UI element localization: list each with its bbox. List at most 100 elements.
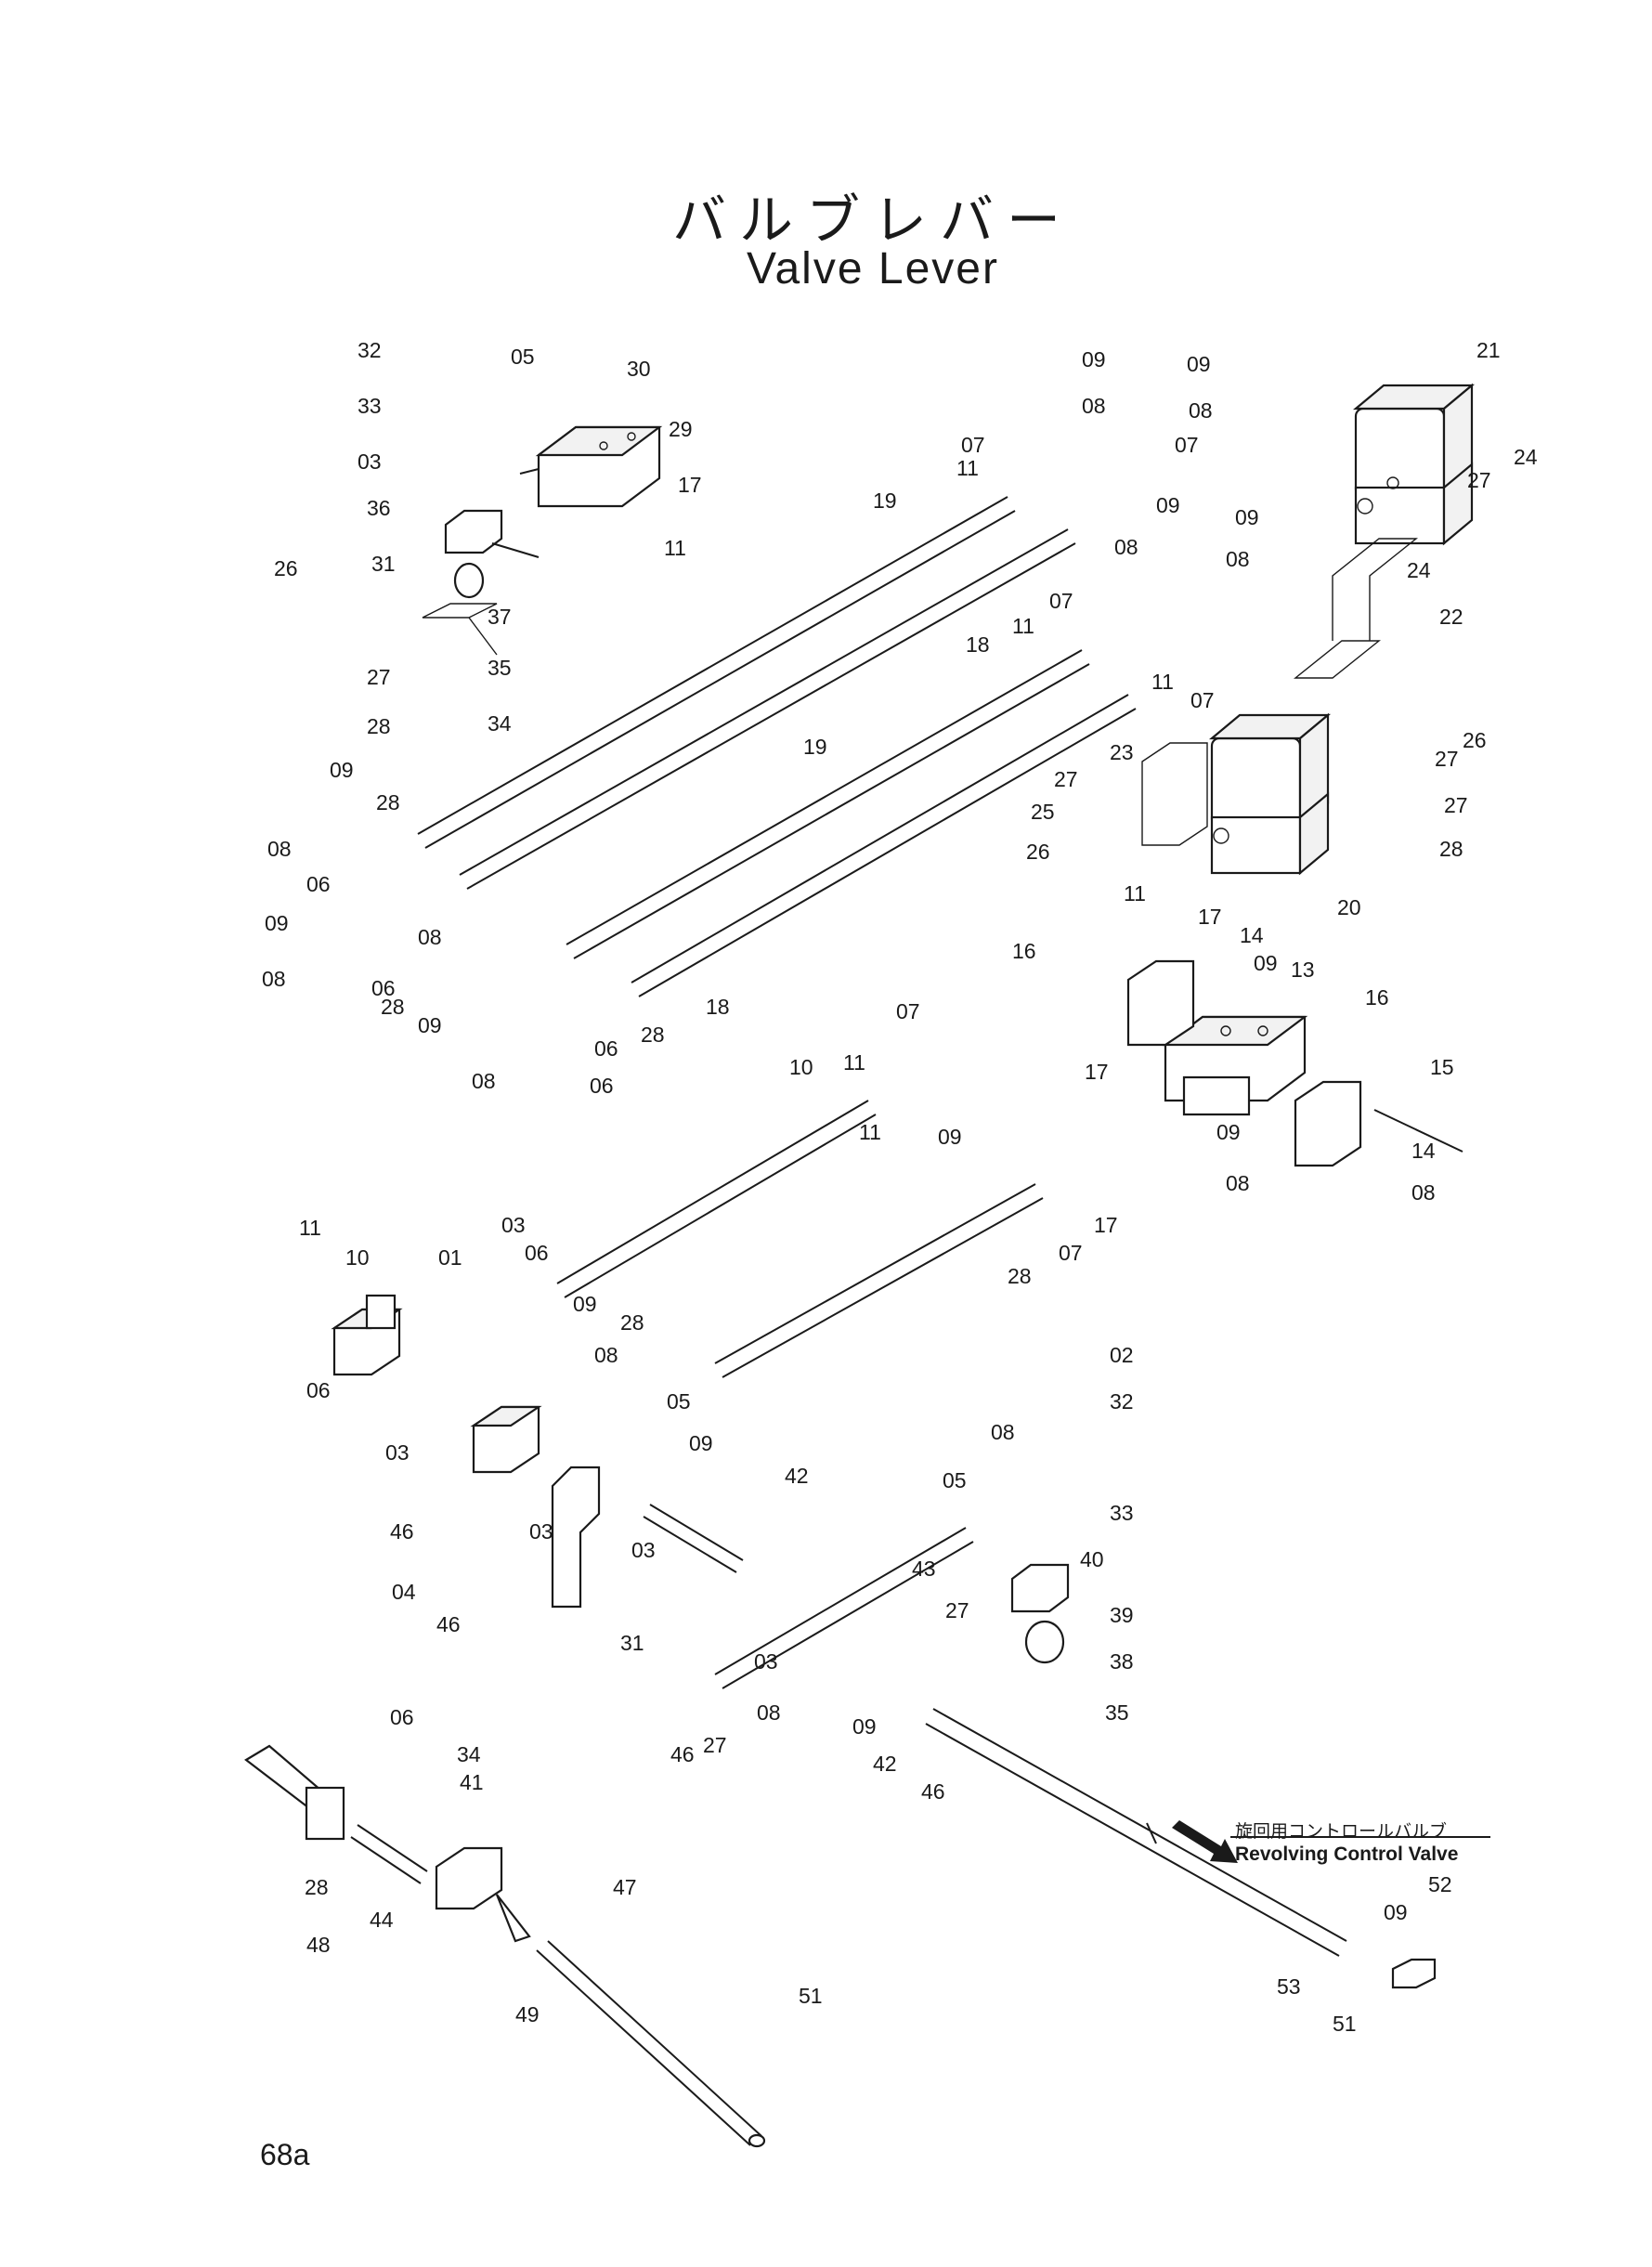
- part-label: 49: [515, 2002, 540, 2026]
- bushing-31-lower: [1024, 1620, 1065, 1664]
- drawing-shapes: [244, 383, 1490, 2148]
- part-label: 14: [1240, 923, 1264, 947]
- part-label: 23: [1110, 740, 1134, 764]
- part-label: 46: [390, 1519, 414, 1544]
- part-label: 17: [1085, 1060, 1109, 1084]
- part-label: 33: [358, 394, 382, 418]
- part-label: 06: [390, 1705, 414, 1729]
- part-label: 51: [799, 1984, 823, 2008]
- part-label: 27: [703, 1733, 727, 1757]
- part-label: 07: [1049, 589, 1073, 613]
- part-label: 28: [381, 995, 405, 1019]
- part-label: 11: [956, 456, 979, 480]
- part-label: 08: [757, 1700, 781, 1725]
- part-label: 17: [1094, 1213, 1118, 1237]
- part-label: 18: [706, 995, 730, 1019]
- bracket-22: [1294, 538, 1418, 679]
- rod-41: [714, 1527, 974, 1689]
- part-label: 09: [1254, 951, 1278, 975]
- part-label: 39: [1110, 1603, 1134, 1627]
- rod-18-lower: [631, 694, 1137, 997]
- part-label: 47: [613, 1875, 637, 1899]
- part-label: 24: [1514, 445, 1538, 469]
- part-label: 43: [912, 1557, 936, 1581]
- part-label: 06: [371, 976, 396, 1000]
- part-label: 05: [943, 1468, 967, 1492]
- part-label: 46: [436, 1612, 461, 1636]
- part-label: 09: [573, 1292, 597, 1316]
- part-label: 08: [1189, 398, 1213, 423]
- part-label: 06: [306, 872, 331, 896]
- part-label: 03: [385, 1440, 410, 1465]
- handle-47: [244, 1744, 345, 1841]
- part-label: 09: [852, 1714, 877, 1739]
- part-label: 34: [457, 1742, 481, 1766]
- page-number: 68a: [260, 2138, 310, 2171]
- part-label: 10: [789, 1055, 813, 1079]
- part-label: 08: [262, 967, 286, 991]
- part-label: 32: [1110, 1389, 1134, 1414]
- part-label: 42: [873, 1752, 897, 1776]
- lever-38: [551, 1466, 601, 1609]
- rod-10-upper: [556, 1100, 877, 1298]
- part-label: 10: [345, 1245, 370, 1270]
- part-label: 03: [631, 1538, 656, 1562]
- part-label: 36: [367, 496, 391, 520]
- lever-housing-02: [470, 1405, 542, 1474]
- part-label: 53: [1277, 1974, 1301, 1999]
- part-label: 09: [1384, 1900, 1408, 1924]
- part-label: 15: [1430, 1055, 1454, 1079]
- part-label: 07: [961, 433, 985, 457]
- part-label: 21: [1476, 338, 1501, 362]
- part-label: 08: [418, 925, 442, 949]
- part-label: 06: [525, 1241, 549, 1265]
- part-label: 52: [1428, 1872, 1452, 1896]
- part-label: 08: [267, 837, 292, 861]
- bracket-36: [444, 509, 540, 559]
- part-label: 08: [991, 1420, 1015, 1444]
- part-label: 06: [590, 1074, 614, 1098]
- part-label: 11: [299, 1216, 321, 1240]
- title-japanese: バルブレバー: [671, 189, 1073, 252]
- part-label: 09: [418, 1013, 442, 1037]
- part-label: 09: [938, 1125, 962, 1149]
- part-label: 09: [689, 1431, 713, 1455]
- part-label: 27: [1444, 793, 1468, 817]
- part-label: 28: [641, 1023, 665, 1047]
- part-label: 03: [501, 1213, 526, 1237]
- part-label: 40: [1080, 1547, 1104, 1571]
- part-label: 09: [265, 911, 289, 935]
- rod-19-upper: [417, 496, 1016, 849]
- part-label: 09: [1156, 493, 1180, 517]
- part-label: 34: [488, 711, 512, 736]
- rod-44: [925, 1708, 1347, 1957]
- part-label: 28: [367, 714, 391, 738]
- part-label: 07: [1059, 1241, 1083, 1265]
- part-label: 38: [1110, 1649, 1134, 1674]
- block-29: [519, 425, 663, 508]
- part-label: 22: [1439, 605, 1463, 629]
- part-label: 31: [620, 1631, 644, 1655]
- part-label: 51: [1333, 2012, 1357, 2036]
- part-label: 26: [1026, 840, 1050, 864]
- title-english: Valve Lever: [747, 244, 999, 293]
- part-label: 19: [803, 735, 827, 759]
- part-label: 27: [1054, 767, 1078, 791]
- part-label: 11: [1124, 881, 1146, 905]
- part-label: 07: [896, 999, 920, 1023]
- part-label: 19: [873, 489, 897, 513]
- part-label: 09: [1235, 505, 1259, 529]
- part-label: 41: [460, 1770, 484, 1794]
- part-label: 02: [1110, 1343, 1134, 1367]
- plate-14-lower: [1294, 1080, 1362, 1167]
- part-label: 26: [1463, 728, 1487, 752]
- part-label: 09: [1216, 1120, 1241, 1144]
- part-label: 09: [1187, 352, 1211, 376]
- part-label: 29: [669, 417, 693, 441]
- yoke-43: [1010, 1563, 1070, 1613]
- part-label: 11: [1012, 614, 1034, 638]
- bushing-31-upper: [453, 562, 485, 599]
- lever-housing-01: [331, 1294, 403, 1376]
- part-label: 44: [370, 1908, 394, 1932]
- part-label: 27: [945, 1598, 969, 1622]
